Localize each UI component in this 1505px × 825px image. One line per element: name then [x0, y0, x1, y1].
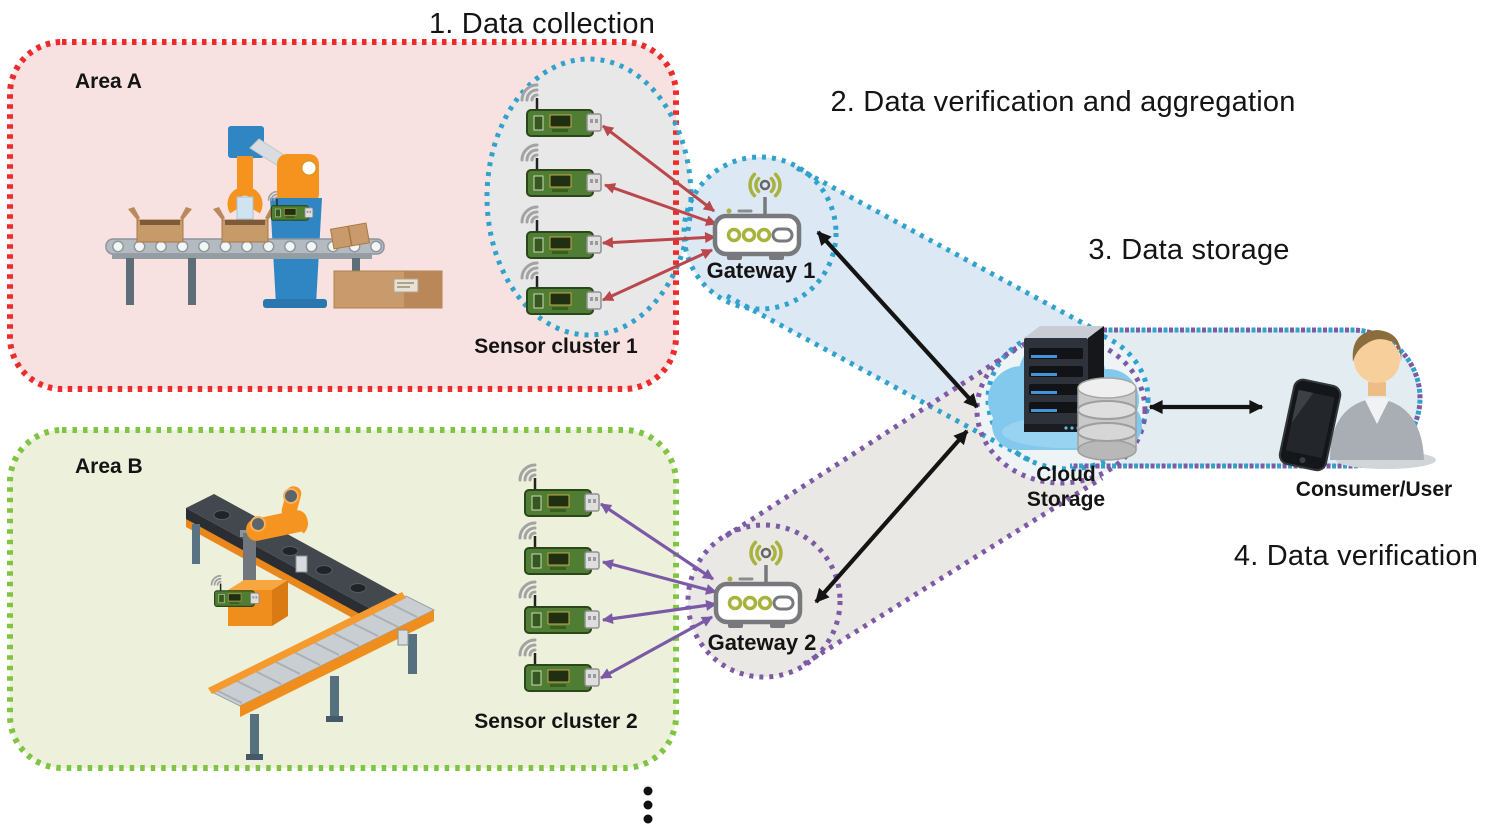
database-cylinder-icon: [1077, 377, 1137, 461]
gateway1-cloud-arrow: [816, 230, 979, 409]
gateway-1-label: Gateway 1: [706, 258, 816, 283]
area-a-label: Area A: [75, 70, 142, 93]
area-a-border: [7, 39, 679, 392]
more-clusters-ellipsis-icon: [643, 786, 653, 824]
cloud-storage-label-line2: Storage: [1026, 488, 1106, 511]
step2-title: 2. Data verification and aggregation: [830, 86, 1296, 118]
cloud-storage-icon: [988, 326, 1142, 461]
sensor-cluster-2-label: Sensor cluster 2: [474, 710, 638, 733]
gateway-2-label: Gateway 2: [707, 630, 817, 655]
sensor-cluster-1-label: Sensor cluster 1: [474, 335, 638, 358]
step3-title: 3. Data storage: [1088, 234, 1290, 266]
step4-title: 4. Data verification: [1233, 540, 1479, 572]
gateway2-cloud-arrow: [814, 429, 969, 604]
cluster2-gateway2-links: [600, 502, 718, 680]
cluster1-gateway1-links: [601, 124, 718, 302]
factory-robot-arm-illustration: [105, 126, 443, 309]
cloud-storage-label: Cloud Storage: [1027, 462, 1105, 512]
smartphone-icon: [1278, 378, 1342, 472]
factory-conveyor-illustration: [186, 486, 436, 760]
area-b-border: [7, 427, 679, 771]
step1-title: 1. Data collection: [428, 8, 656, 40]
consumer-user-icon: [1278, 330, 1436, 472]
cloud-zone-purple-border: [974, 334, 1148, 486]
area-b-label: Area B: [75, 455, 143, 478]
consumer-user-label: Consumer/User: [1295, 478, 1453, 501]
cloud-storage-label-line1: Cloud: [1036, 463, 1096, 486]
